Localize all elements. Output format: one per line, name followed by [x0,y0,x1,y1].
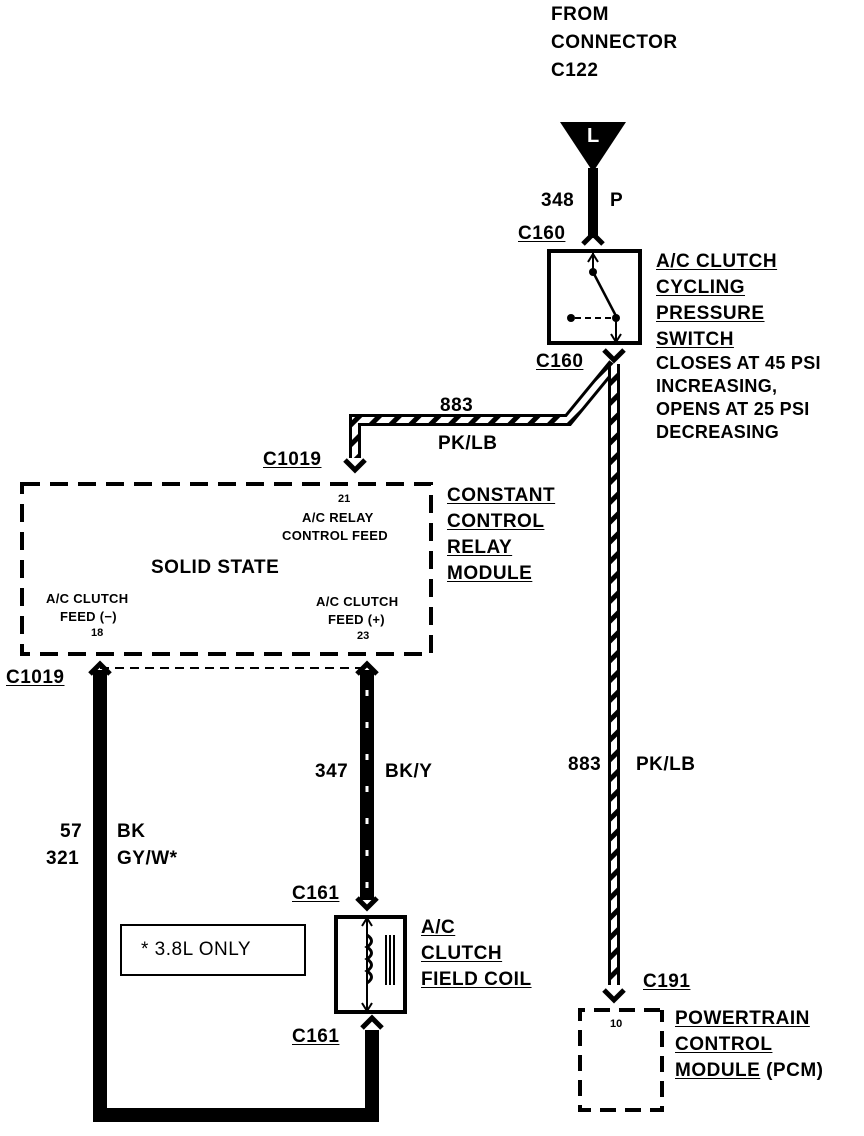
wire-348-circuit: 348 [541,190,575,211]
pcm-box [578,1008,664,1112]
wire-883-top-circuit: 883 [440,395,474,416]
connector-c1019-top: C1019 [263,449,322,470]
pcm-name: POWERTRAIN CONTROL MODULE (PCM) [675,1008,824,1081]
pin23-number: 23 [357,630,370,642]
pressure-switch-name: A/C CLUTCH CYCLING PRESSURE SWITCH [656,251,778,350]
wire-347-color: BK/Y [385,761,433,782]
c1019-left-chevron [88,660,112,676]
wire-883-vertical-circuit: 883 [568,754,602,775]
wire-348-color: P [610,190,624,211]
wire-57-circuit: 57 [60,821,83,842]
pin21-label-1: A/C RELAY [302,510,374,525]
wire-347-circuit: 347 [315,761,349,782]
pressure-switch-spec: CLOSES AT 45 PSI INCREASING, OPENS AT 25… [656,353,821,442]
source-terminal-triangle [560,122,626,172]
relay-module-name: CONSTANT CONTROL RELAY MODULE [447,485,556,584]
source-label-from: FROM [551,4,609,25]
connector-c161-top: C161 [292,883,340,904]
source-label-connector: CONNECTOR [551,32,678,53]
source-label-c122: C122 [551,60,599,81]
wire-321-color: GY/W* [117,848,178,869]
clutch-coil-name: A/C CLUTCH FIELD COIL [421,917,532,990]
source-terminal-letter: L [587,125,600,147]
pin18-label-1: A/C CLUTCH [46,591,129,606]
c160-bottom-chevron [602,348,626,364]
c161-bottom-chevron [360,1014,384,1030]
connector-c191: C191 [643,971,691,992]
pin23-label-2: FEED (+) [328,612,385,627]
c191-chevron [602,988,626,1004]
connector-c1019-left: C1019 [6,667,65,688]
wire-321-circuit: 321 [46,848,80,869]
pressure-switch-box [547,249,642,345]
pin18-label-2: FEED (−) [60,609,117,624]
c1019-top-chevron [343,458,367,474]
wire-57-321 [93,670,379,1122]
note-text: * 3.8L ONLY [141,939,252,960]
relay-module-box [20,482,433,656]
pin21-label-2: CONTROL FEED [282,528,388,543]
connector-c161-bottom: C161 [292,1026,340,1047]
pin21-number: 21 [338,493,351,505]
c160-top-chevron [581,230,605,246]
pin18-number: 18 [91,627,104,639]
c161-top-chevron [355,660,379,676]
wire-883-vertical-color: PK/LB [636,754,696,775]
wire-883-top-color: PK/LB [438,433,498,454]
note-box [120,924,306,976]
pcm-pin-number: 10 [610,1018,623,1030]
pin23-label-1: A/C CLUTCH [316,594,399,609]
connector-c160-top: C160 [518,223,566,244]
wire-57-color: BK [117,821,146,842]
connector-c160-bottom: C160 [536,351,584,372]
relay-inner-title: SOLID STATE [151,557,280,578]
